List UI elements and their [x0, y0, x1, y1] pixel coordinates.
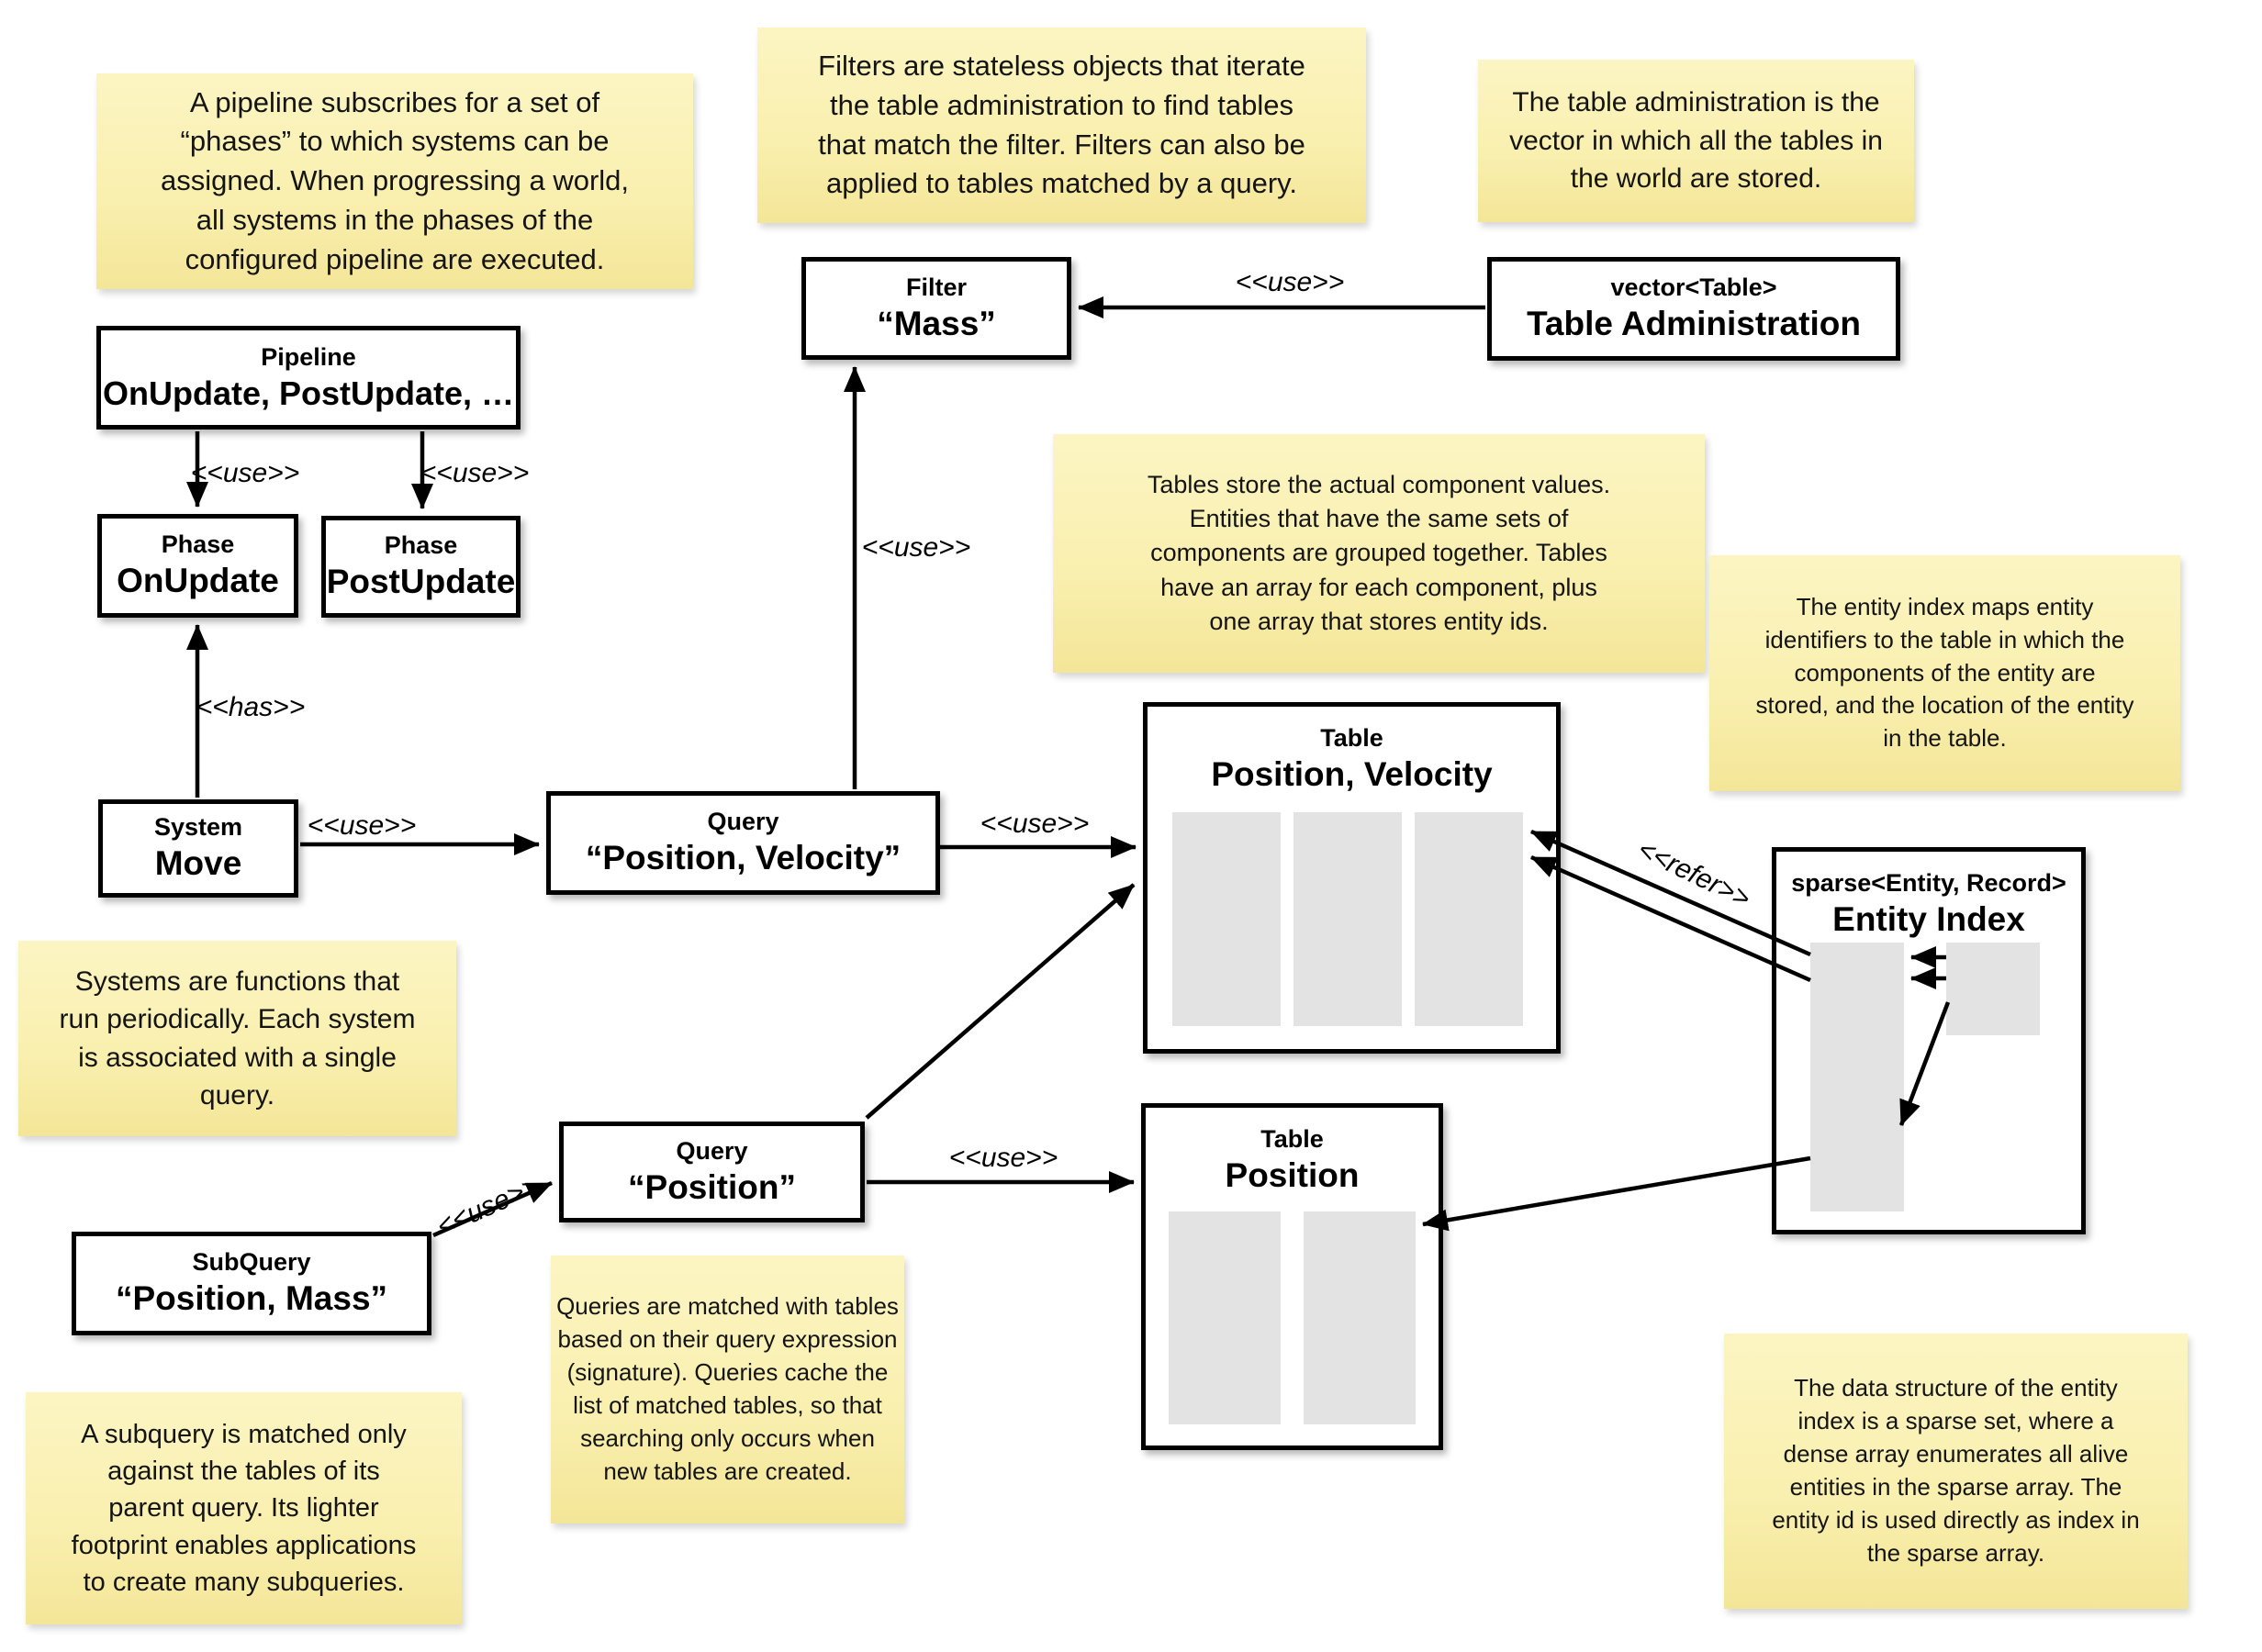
edge-label-use-admin-filter: <<use>> — [1235, 267, 1345, 297]
node-pipeline-stereotype: Pipeline — [261, 343, 356, 372]
node-phase-onupdate-name: OnUpdate — [117, 562, 279, 600]
arrow-entityindex-to-tablepos — [1422, 1155, 1811, 1232]
component-array — [1293, 812, 1402, 1026]
component-array — [1172, 812, 1281, 1026]
note-subquery: A subquery is matched only against the t… — [26, 1392, 462, 1624]
node-entity-index-stereotype: sparse<Entity, Record> — [1791, 869, 2066, 897]
edge-label-use-query-tablepos: <<use>> — [948, 1143, 1058, 1173]
node-subquery-name: “Position, Mass” — [115, 1279, 388, 1318]
component-array — [1169, 1211, 1281, 1424]
note-sparse-set: The data structure of the entity index i… — [1724, 1334, 2188, 1609]
node-phase-postupdate-name: PostUpdate — [326, 563, 516, 601]
node-table-administration-stereotype: vector<Table> — [1610, 273, 1777, 302]
component-array — [1415, 812, 1523, 1026]
node-table-position-velocity-stereotype: Table — [1320, 724, 1383, 752]
node-query-position-velocity-stereotype: Query — [707, 808, 779, 836]
edge-label-use-subquery-query: <<use>> — [431, 1170, 544, 1243]
component-array — [1304, 1211, 1416, 1424]
node-table-administration-name: Table Administration — [1527, 305, 1861, 343]
note-pipeline: A pipeline subscribes for a set of “phas… — [96, 73, 693, 289]
note-tables: Tables store the actual component values… — [1053, 434, 1705, 673]
edge-label-use-pipeline-postupdate: <<use>> — [420, 458, 530, 488]
edge-label-use-pipeline-onupdate: <<use>> — [190, 458, 300, 488]
node-system-move-name: Move — [154, 844, 242, 883]
arrow-querypos-to-tablepv — [865, 883, 1136, 1120]
note-filters: Filters are stateless objects that itera… — [757, 28, 1366, 223]
edge-label-has-system-phase: <<has>> — [196, 692, 306, 722]
node-query-position: Query “Position” — [559, 1122, 865, 1222]
node-phase-onupdate-stereotype: Phase — [161, 530, 235, 559]
node-subquery: SubQuery “Position, Mass” — [72, 1232, 431, 1335]
node-subquery-stereotype: SubQuery — [192, 1248, 311, 1277]
sparse-array — [1810, 943, 1904, 1211]
node-phase-onupdate: Phase OnUpdate — [97, 514, 298, 618]
node-filter-mass: Filter “Mass” — [801, 257, 1071, 360]
note-systems: Systems are functions that run periodica… — [18, 941, 456, 1136]
node-table-position-stereotype: Table — [1260, 1125, 1324, 1153]
edge-label-use-system-query: <<use>> — [307, 810, 417, 841]
edge-label-use-query-filter: <<use>> — [861, 532, 971, 563]
node-query-position-velocity: Query “Position, Velocity” — [546, 791, 940, 895]
edge-label-refer-entityindex: <<refer>> — [1632, 833, 1755, 915]
node-entity-index: sparse<Entity, Record> Entity Index — [1772, 847, 2086, 1234]
node-phase-postupdate-stereotype: Phase — [384, 531, 458, 560]
node-filter-mass-stereotype: Filter — [905, 273, 967, 301]
note-entity-index: The entity index maps entity identifiers… — [1709, 555, 2180, 791]
edge-label-use-query-tablepv: <<use>> — [980, 809, 1090, 839]
node-table-position-velocity-name: Position, Velocity — [1211, 754, 1493, 793]
node-system-move: System Move — [98, 799, 298, 898]
node-query-position-velocity-name: “Position, Velocity” — [585, 839, 901, 877]
note-queries: Queries are matched with tables based on… — [551, 1256, 904, 1524]
node-pipeline-name: OnUpdate, PostUpdate, … — [102, 374, 515, 412]
node-filter-mass-name: “Mass” — [877, 304, 996, 342]
dense-array — [1946, 943, 2040, 1035]
node-table-position-name: Position — [1225, 1155, 1360, 1194]
node-table-administration: vector<Table> Table Administration — [1487, 257, 1900, 361]
node-table-position-velocity: Table Position, Velocity — [1143, 702, 1561, 1054]
note-table-admin: The table administration is the vector i… — [1478, 60, 1914, 222]
node-table-position: Table Position — [1141, 1103, 1443, 1450]
node-phase-postupdate: Phase PostUpdate — [321, 516, 521, 618]
node-query-position-name: “Position” — [628, 1167, 796, 1206]
node-entity-index-name: Entity Index — [1832, 899, 2025, 938]
node-system-move-stereotype: System — [153, 813, 243, 842]
node-pipeline: Pipeline OnUpdate, PostUpdate, … — [96, 326, 521, 430]
node-query-position-stereotype: Query — [676, 1136, 748, 1165]
